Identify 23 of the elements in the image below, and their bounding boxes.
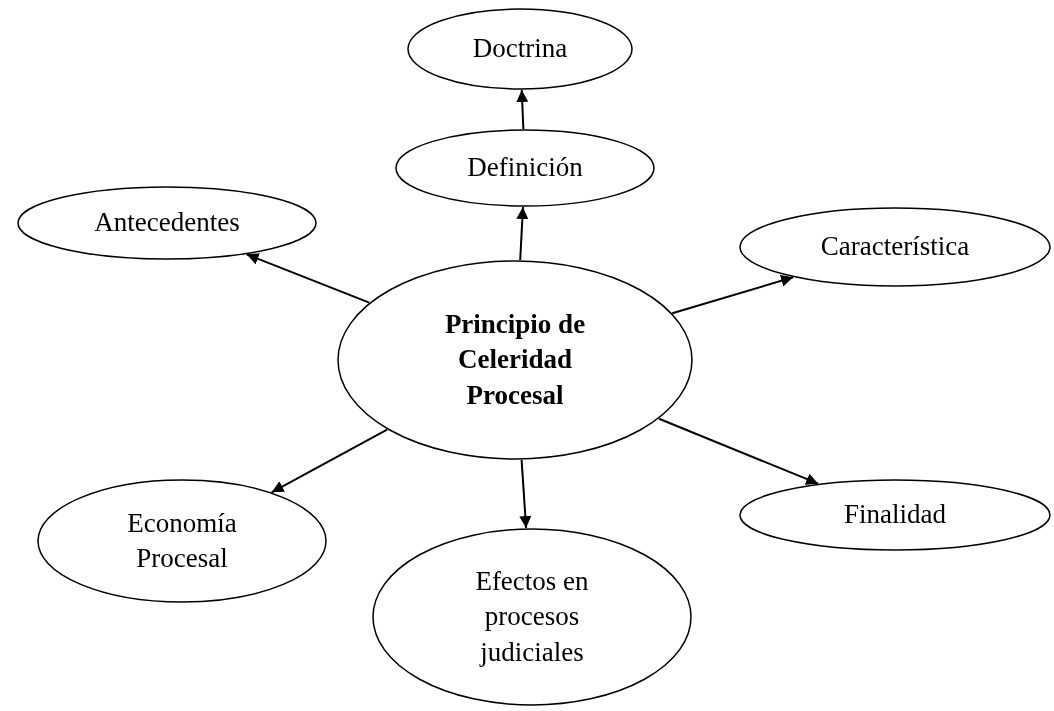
topic-label: Definición [467, 151, 583, 185]
central-topic-label: Principio de Celeridad Procesal [443, 308, 587, 412]
topic-ellipse [407, 8, 633, 90]
topic-ellipse [372, 528, 692, 706]
topic-label: Efectos en procesos judiciales [474, 565, 590, 669]
arrow [671, 274, 795, 315]
arrow [658, 417, 820, 485]
topic-ellipse [395, 129, 655, 207]
arrow [245, 253, 371, 304]
topic-ellipse [37, 479, 327, 603]
topic-ellipse [739, 207, 1051, 287]
topic-label: Antecedentes [94, 206, 240, 240]
topic-ellipse [337, 260, 693, 460]
arrow [516, 89, 529, 130]
topic-label: Doctrina [472, 32, 568, 66]
topic-ellipse [17, 186, 317, 260]
arrow [270, 428, 389, 494]
arrow [519, 458, 532, 530]
topic-label: Característica [820, 230, 970, 264]
topic-label: Finalidad [844, 498, 946, 532]
topic-ellipse [739, 479, 1051, 551]
arrow [516, 206, 529, 262]
topic-label: Economía Procesal [126, 506, 238, 575]
